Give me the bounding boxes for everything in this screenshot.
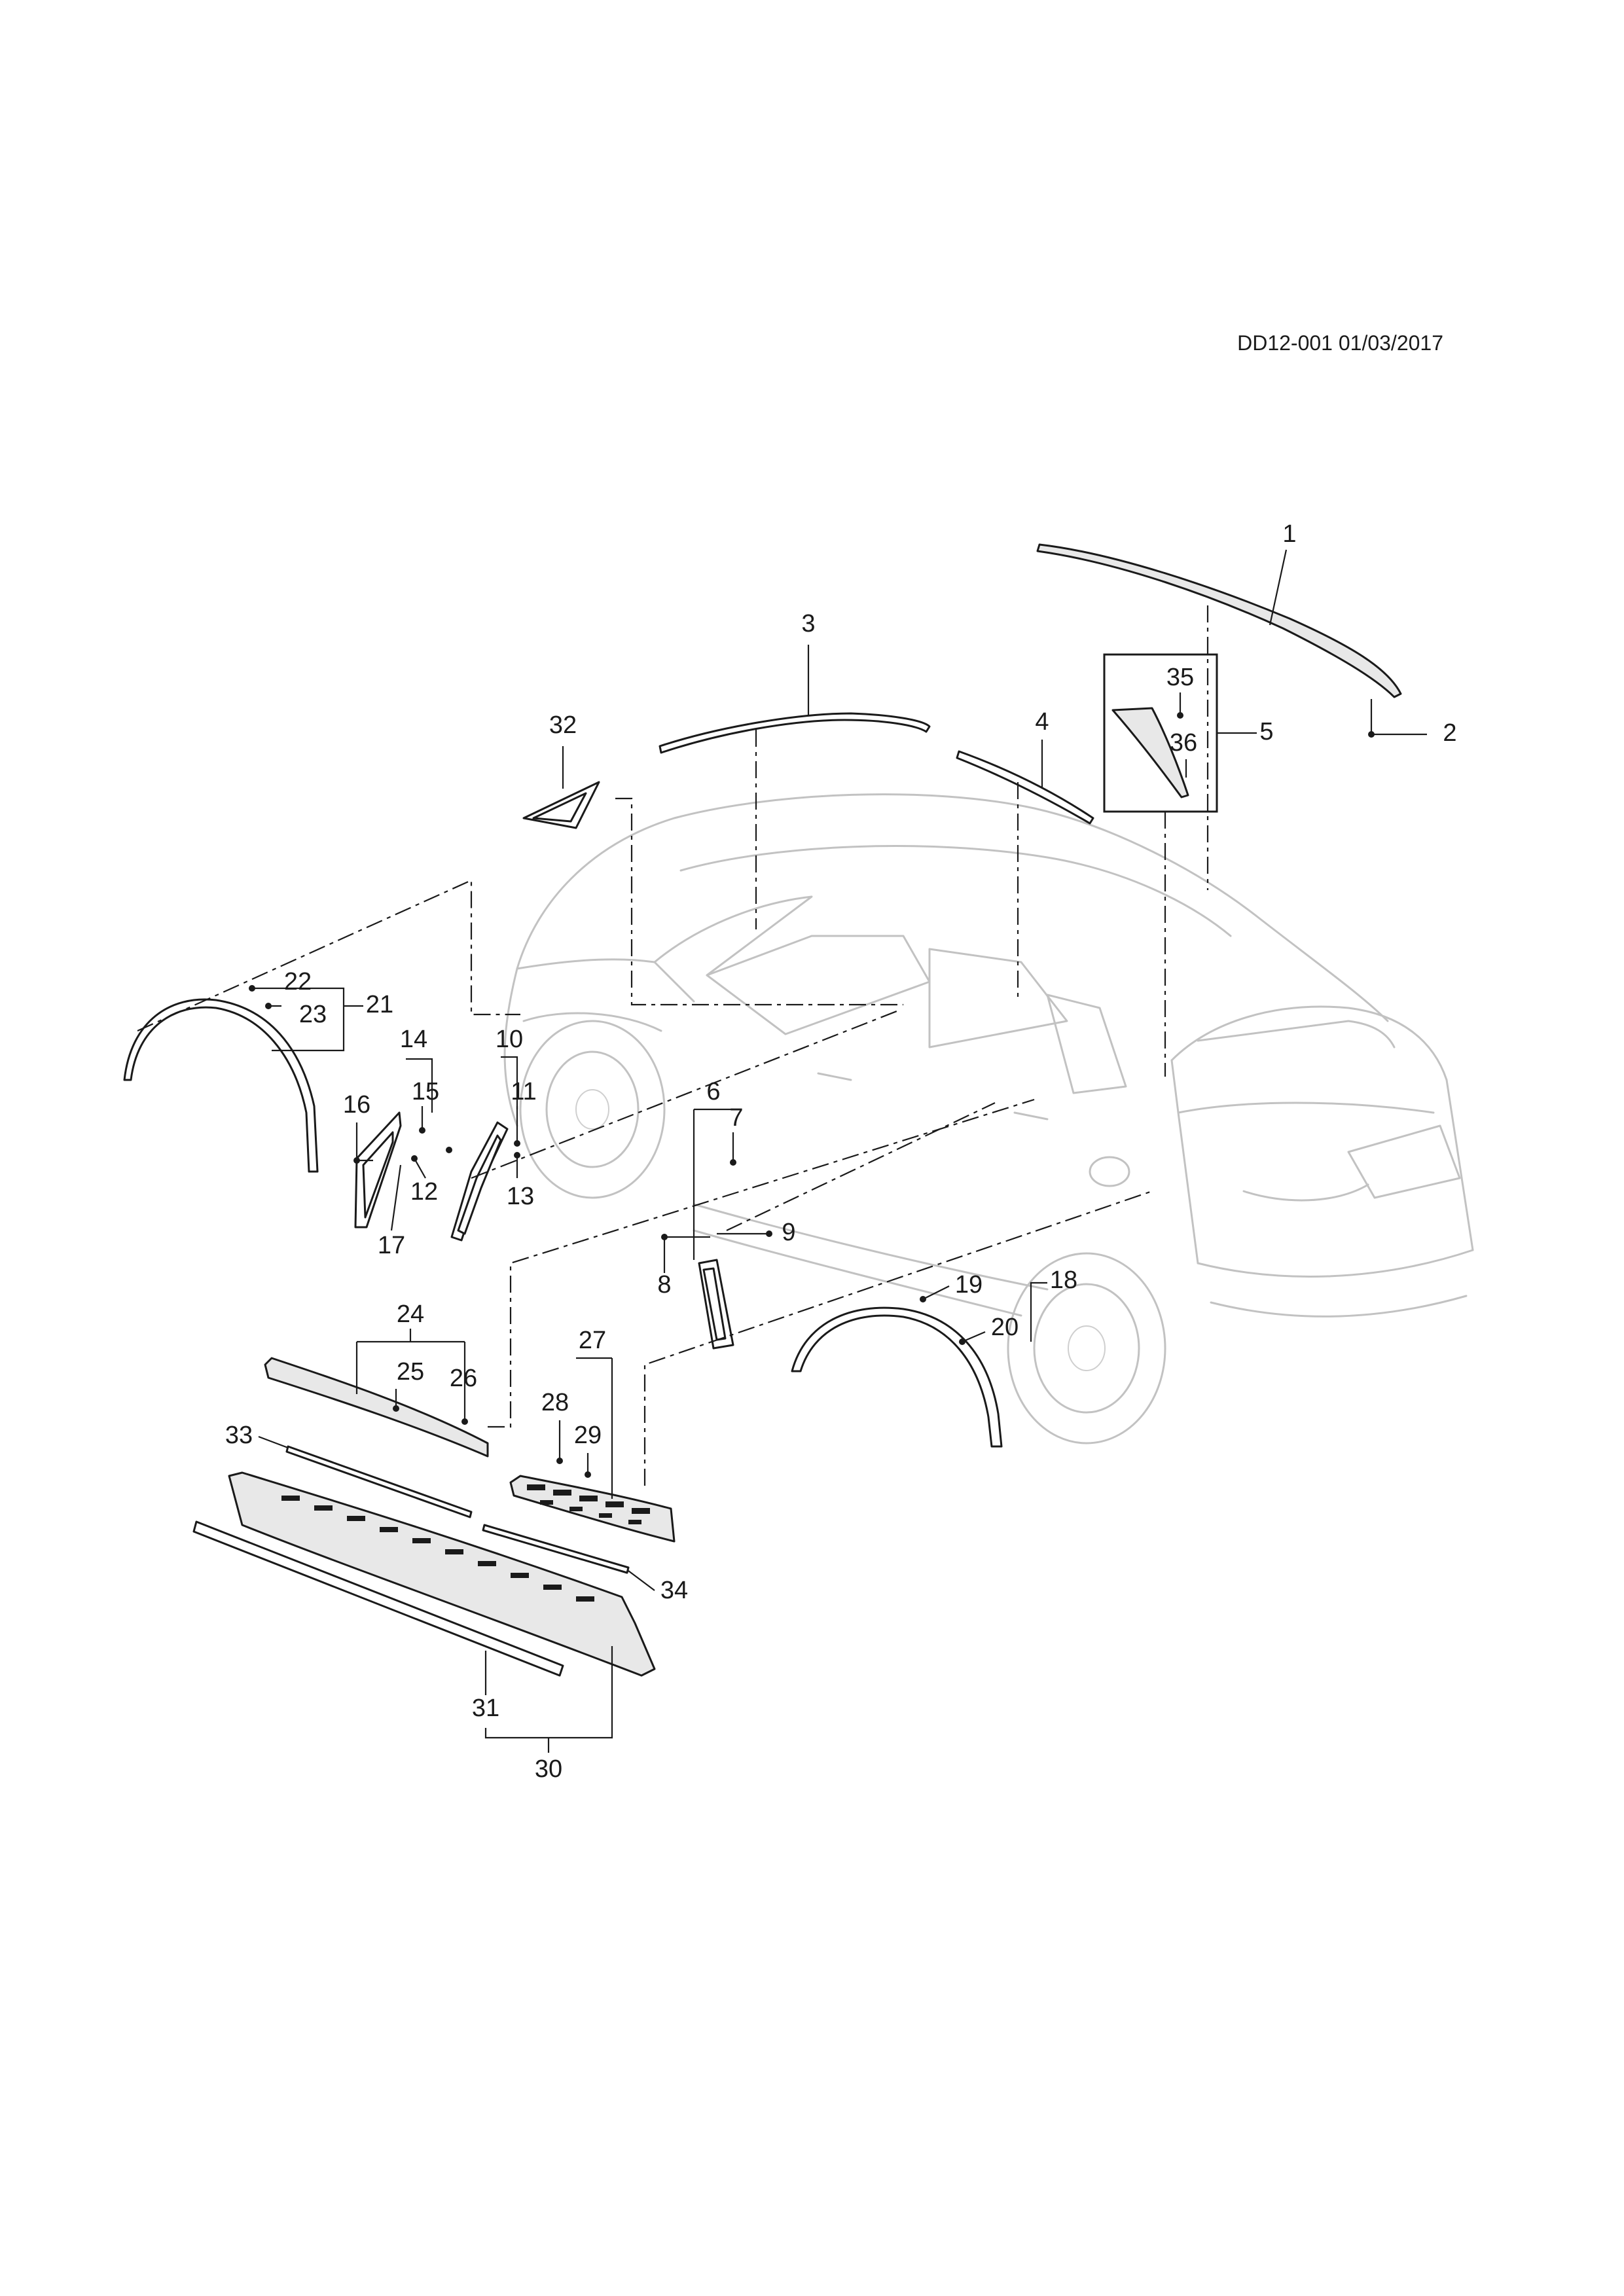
part-24-door-lower-molding (264, 1357, 489, 1458)
callout-11: 11 (511, 1078, 536, 1105)
callout-30: 30 (535, 1755, 562, 1783)
part-21-wheel-opening-molding (123, 998, 319, 1173)
vehicle-outline (503, 793, 1474, 1444)
callout-5: 5 (1259, 718, 1273, 745)
callout-31: 31 (472, 1695, 499, 1722)
part-34-trim-strip (482, 1524, 630, 1574)
part-33-trim-strip (285, 1445, 473, 1518)
callout-3: 3 (801, 610, 815, 637)
callout-7: 7 (729, 1104, 743, 1132)
callout-33: 33 (225, 1422, 253, 1449)
document-id: DD12-001 01/03/2017 (1237, 331, 1443, 355)
callout-18: 18 (1050, 1266, 1077, 1294)
part-27-slot-pattern (527, 1484, 650, 1524)
callout-4: 4 (1035, 708, 1049, 736)
part-3-roof-molding (659, 712, 931, 754)
callout-8: 8 (657, 1271, 671, 1299)
fastener-dot (920, 1296, 926, 1302)
callout-25: 25 (397, 1358, 424, 1386)
part-30-rocker-molding (228, 1471, 656, 1677)
callout-14: 14 (400, 1026, 427, 1053)
callout-35: 35 (1166, 664, 1194, 691)
callout-36: 36 (1170, 729, 1197, 757)
fastener-dot (419, 1127, 425, 1134)
callout-9: 9 (782, 1219, 795, 1246)
callout-16: 16 (343, 1091, 370, 1119)
callout-2: 2 (1443, 719, 1456, 747)
part-1-roof-molding (1036, 543, 1402, 698)
callout-19: 19 (955, 1271, 983, 1299)
callout-20: 20 (991, 1314, 1019, 1341)
callout-34: 34 (660, 1577, 688, 1604)
part-14-inner (362, 1131, 394, 1219)
part-18-rear-wheel-opening-molding (791, 1306, 1003, 1448)
callout-27: 27 (579, 1327, 606, 1354)
fastener-dot (514, 1152, 520, 1158)
callout-21: 21 (366, 991, 393, 1018)
fastener-dot (393, 1405, 399, 1412)
callout-28: 28 (541, 1389, 569, 1416)
callout-12: 12 (410, 1178, 438, 1206)
callout-17: 17 (378, 1232, 405, 1259)
part-27-rear-door-lower-molding (509, 1475, 676, 1543)
fastener-dot (730, 1159, 736, 1166)
part-30-slot-pattern (281, 1496, 594, 1602)
callout-24: 24 (397, 1300, 424, 1328)
callout-15: 15 (412, 1078, 439, 1105)
fastener-dot (1368, 731, 1375, 738)
callout-22: 22 (284, 968, 312, 996)
fastener-dot (461, 1418, 468, 1425)
part-31-rocker-strip (192, 1520, 564, 1677)
fastener-dot (446, 1147, 452, 1153)
fastener-dot (249, 985, 255, 992)
callout-6: 6 (706, 1078, 720, 1105)
part-4-roof-molding (956, 750, 1094, 825)
callout-29: 29 (574, 1422, 602, 1449)
fastener-dot (353, 1157, 360, 1164)
fastener-dot (1177, 712, 1183, 719)
callout-1: 1 (1282, 520, 1296, 548)
part-10-inner (457, 1134, 502, 1235)
callout-13: 13 (507, 1183, 534, 1210)
part-32-inner (532, 792, 587, 823)
callout-32: 32 (549, 711, 577, 739)
callout-26: 26 (450, 1365, 477, 1392)
fastener-dot (556, 1458, 563, 1464)
part-5-d-pillar-applique (1111, 707, 1189, 798)
callout-10: 10 (496, 1026, 523, 1053)
fastener-dot (959, 1338, 965, 1345)
fastener-dot (766, 1230, 772, 1237)
fastener-dot (585, 1471, 591, 1478)
fastener-dot (514, 1140, 520, 1147)
callout-23: 23 (299, 1001, 327, 1028)
part-6-inner (702, 1267, 727, 1341)
